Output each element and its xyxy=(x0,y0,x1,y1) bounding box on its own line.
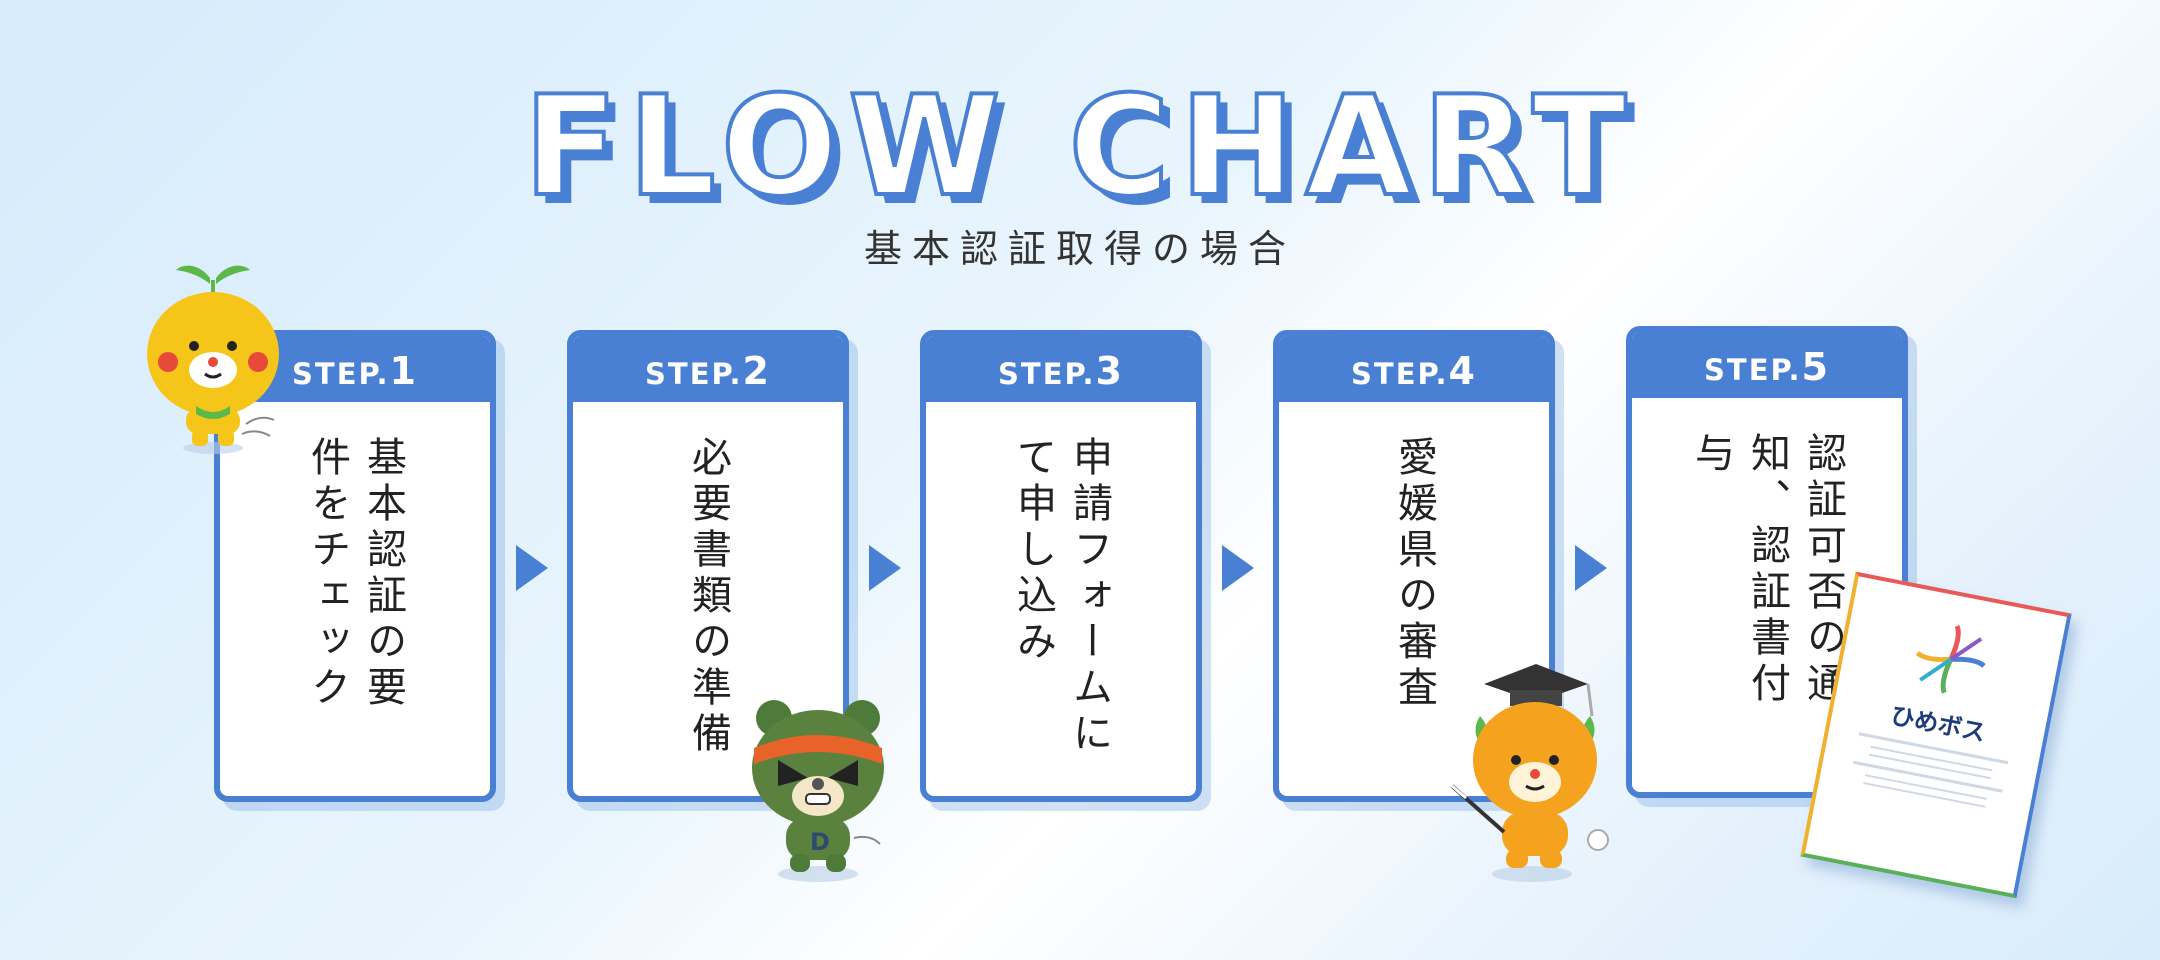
certificate-image: ひめボス xyxy=(1800,571,2072,899)
step-label: STEP. xyxy=(998,357,1096,391)
page-subtitle: 基本認証取得の場合 xyxy=(863,227,1296,271)
step-number: 2 xyxy=(742,349,771,393)
right-arrow-icon xyxy=(1222,545,1254,591)
mascot-mikyan-icon xyxy=(147,265,279,454)
right-arrow-icon xyxy=(516,545,548,591)
step-number: 4 xyxy=(1448,349,1477,393)
step-label: STEP. xyxy=(292,357,390,391)
right-arrow-icon xyxy=(869,545,901,591)
mascot-dark-mikyan-icon: D xyxy=(752,700,884,882)
page-title: FLOW CHART xyxy=(522,66,1637,227)
step-text-3: 申請フォームにて申し込み xyxy=(1010,436,1112,758)
step-text-1: 基本認証の要件をチェック xyxy=(304,436,406,712)
step-card-3: STEP.3 申請フォームにて申し込み xyxy=(920,330,1202,802)
step-number: 3 xyxy=(1095,349,1124,393)
step-card-2: STEP.2 必要書類の準備 xyxy=(567,330,849,802)
right-arrow-icon xyxy=(1575,545,1607,591)
step-text-4: 愛媛県の審査 xyxy=(1391,436,1437,712)
step-label: STEP. xyxy=(1704,353,1802,387)
certificate-logo-icon xyxy=(1915,625,1986,694)
step-label: STEP. xyxy=(1351,357,1449,391)
step-header-5: STEP.5 xyxy=(1632,332,1902,398)
step-number: 5 xyxy=(1801,345,1830,389)
step-text-5: 認証可否の通知、認証書付与 xyxy=(1688,432,1846,708)
step-text-2: 必要書類の準備 xyxy=(685,436,731,758)
step-number: 1 xyxy=(389,349,418,393)
step-header-3: STEP.3 xyxy=(926,336,1196,402)
svg-text:D: D xyxy=(810,828,830,856)
mascot-graduate-icon xyxy=(1450,664,1609,882)
step-card-4: STEP.4 愛媛県の審査 xyxy=(1273,330,1555,802)
step-header-2: STEP.2 xyxy=(573,336,843,402)
step-header-4: STEP.4 xyxy=(1279,336,1549,402)
step-label: STEP. xyxy=(645,357,743,391)
